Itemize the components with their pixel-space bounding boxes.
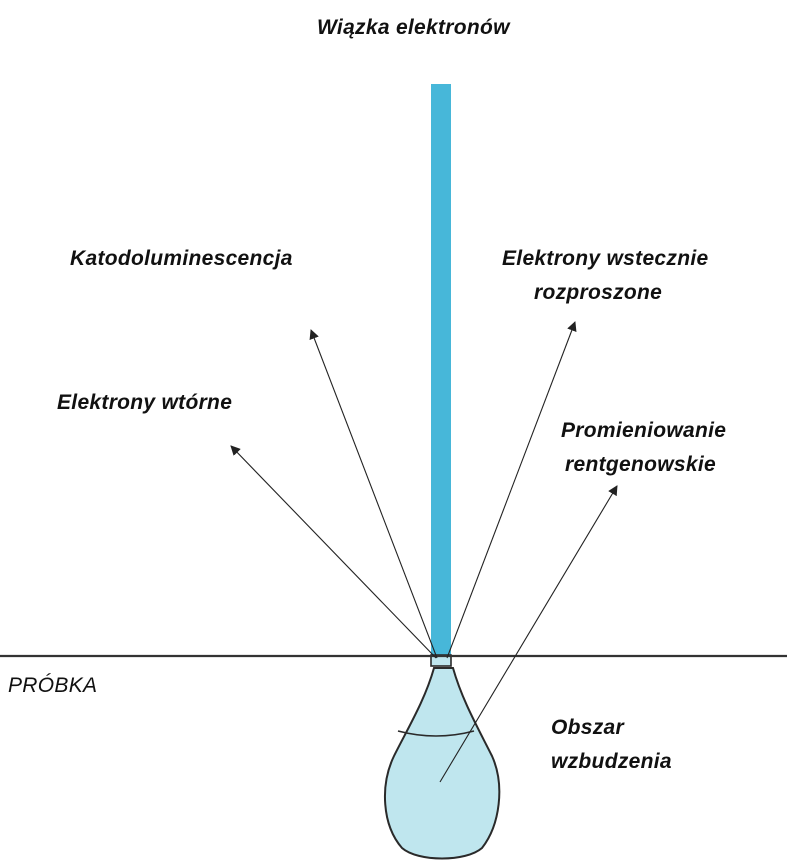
label-excitation-line1: Obszar [551,711,624,745]
label-sample: PRÓBKA [8,669,97,703]
label-xray-line2: rentgenowskie [565,448,716,482]
label-cathodoluminescence: Katodoluminescencja [70,242,293,276]
label-backscattered-line2: rozproszone [534,276,662,310]
arrow-backscattered-electrons [447,322,575,658]
label-secondary-electrons: Elektrony wtórne [57,386,232,420]
arrow-secondary-electrons [231,446,436,658]
arrow-cathodoluminescence [311,330,437,658]
label-xray-line1: Promieniowanie [561,414,726,448]
label-backscattered-line1: Elektrony wstecznie [502,242,708,276]
electron-beam [431,84,451,656]
label-electron-beam: Wiązka elektronów [317,11,510,45]
label-excitation-line2: wzbudzenia [551,745,672,779]
excitation-volume [385,668,499,859]
